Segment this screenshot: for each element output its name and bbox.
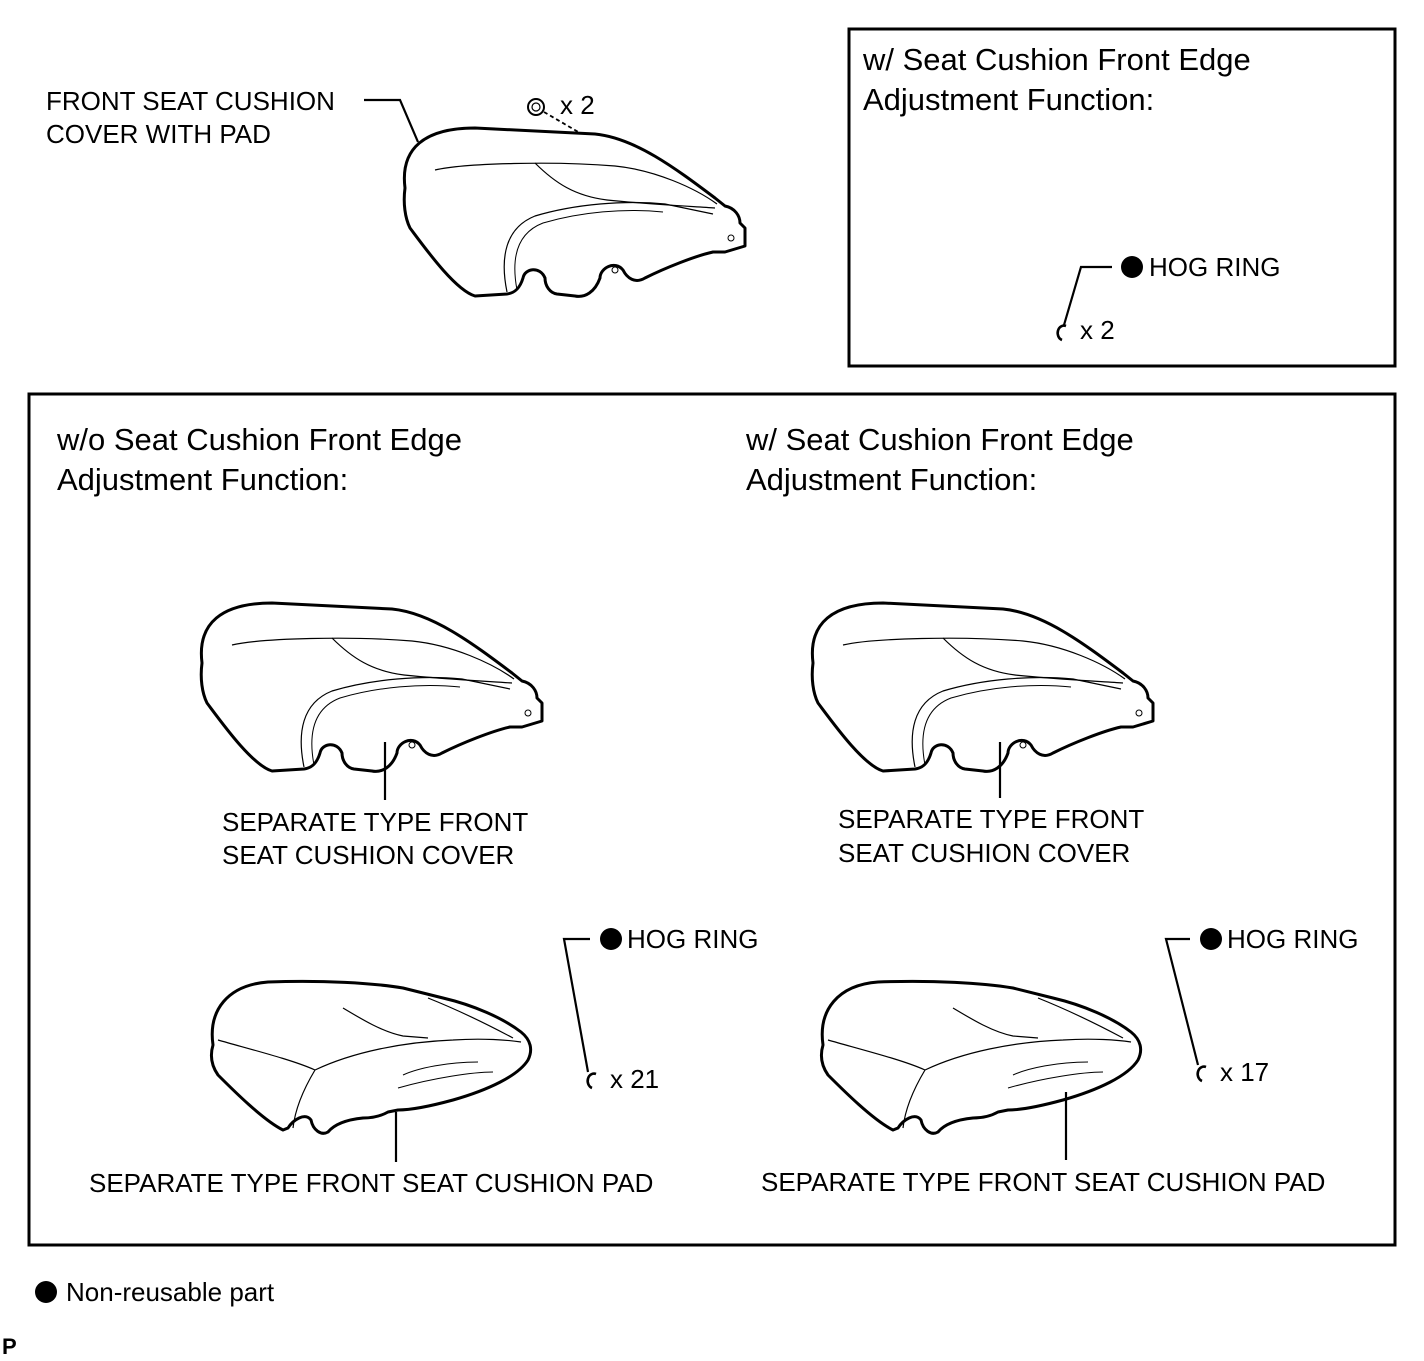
corner-mark: P bbox=[2, 1334, 17, 1359]
top-right-hog-ring-leader bbox=[1062, 265, 1112, 326]
left-hog-ring-leader bbox=[562, 937, 590, 1073]
right-hog-ring-label: HOG RING bbox=[1227, 924, 1358, 954]
top-right-variant-box bbox=[847, 27, 1397, 368]
front-seat-cushion-cover-with-pad-illustration bbox=[402, 126, 747, 298]
left-pad-label: SEPARATE TYPE FRONT SEAT CUSHION PAD bbox=[89, 1168, 653, 1198]
left-variant-title: w/o Seat Cushion Front Edge Adjustment F… bbox=[56, 422, 471, 497]
left-separate-cover-illustration bbox=[199, 601, 544, 773]
non-reusable-legend-label: Non-reusable part bbox=[66, 1277, 275, 1307]
hog-ring-icon bbox=[1196, 1065, 1207, 1083]
left-hog-ring-count: x 21 bbox=[610, 1064, 659, 1094]
right-separate-cover-illustration bbox=[810, 601, 1155, 773]
front-seat-cushion-cover-label: FRONT SEAT CUSHION COVER WITH PAD bbox=[46, 86, 342, 149]
right-hog-ring-count: x 17 bbox=[1220, 1057, 1269, 1087]
top-right-hog-ring-count: x 2 bbox=[1080, 315, 1115, 345]
non-reusable-dot-icon bbox=[1200, 928, 1222, 950]
main-variant-box bbox=[27, 392, 1397, 1247]
right-pad-label: SEPARATE TYPE FRONT SEAT CUSHION PAD bbox=[761, 1167, 1325, 1197]
clip-icon bbox=[527, 98, 545, 116]
non-reusable-dot-icon bbox=[600, 928, 622, 950]
top-right-box-title: w/ Seat Cushion Front Edge Adjustment Fu… bbox=[862, 42, 1259, 117]
right-separate-pad-illustration bbox=[819, 979, 1143, 1135]
right-cover-label: SEPARATE TYPE FRONT SEAT CUSHION COVER bbox=[838, 804, 1151, 868]
left-hog-ring-label: HOG RING bbox=[627, 924, 758, 954]
non-reusable-dot-icon bbox=[1121, 256, 1143, 278]
left-separate-pad-illustration bbox=[209, 979, 533, 1135]
right-variant-title: w/ Seat Cushion Front Edge Adjustment Fu… bbox=[745, 422, 1142, 497]
non-reusable-dot-icon bbox=[35, 1281, 57, 1303]
top-right-hog-ring-label: HOG RING bbox=[1149, 252, 1280, 282]
clip-count: x 2 bbox=[560, 90, 595, 120]
cover-leader-line bbox=[364, 98, 420, 143]
hog-ring-icon bbox=[586, 1072, 597, 1090]
left-cover-label: SEPARATE TYPE FRONT SEAT CUSHION COVER bbox=[222, 807, 535, 870]
hog-ring-icon bbox=[1056, 324, 1067, 342]
right-hog-ring-leader bbox=[1164, 937, 1200, 1066]
